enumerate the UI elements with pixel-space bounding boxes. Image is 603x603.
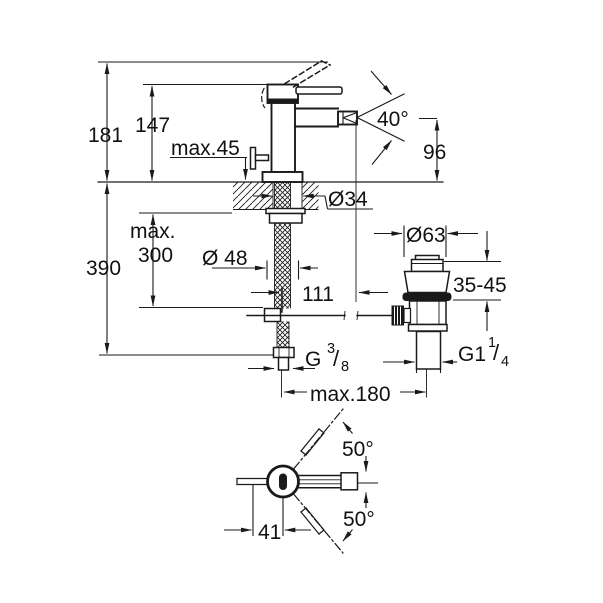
waste-locknut: [407, 323, 448, 332]
dim-dia48: Ø 48: [202, 247, 318, 280]
dim-390: 390: [86, 183, 274, 356]
handle-swivel-dashed-down: [293, 493, 344, 554]
handle-back-end: [236, 477, 270, 486]
label-g38-sub: 8: [341, 359, 349, 375]
label-390: 390: [86, 257, 121, 280]
hose-end-tube: [277, 356, 290, 371]
waste-cap: [410, 258, 444, 273]
label-41: 41: [258, 521, 281, 544]
waste-tailpiece: [415, 330, 442, 370]
dim-147: 147: [135, 83, 268, 181]
top-view: 50° 50° 41: [224, 408, 378, 554]
escutcheon: [261, 171, 304, 183]
aerator: [337, 110, 358, 126]
label-300: 300: [138, 244, 173, 267]
label-g114-sub: 4: [501, 354, 509, 370]
dim-41: 41: [224, 485, 311, 544]
faucet: [249, 59, 358, 183]
label-g38-sup: 3: [327, 341, 335, 357]
label-181: 181: [88, 124, 123, 147]
rod-port: [403, 307, 412, 324]
label-147: 147: [135, 114, 170, 137]
dim-50-bottom: 50°: [342, 492, 375, 542]
label-40deg: 40°: [377, 108, 409, 131]
faucet-body: [270, 102, 296, 173]
label-111: 111: [302, 283, 334, 306]
label-dia34: Ø34: [328, 188, 368, 211]
label-50-top: 50°: [342, 438, 374, 461]
dim-g38: G 3 / 8: [248, 341, 349, 375]
lever-pivot-top-view: [279, 473, 287, 490]
dim-50-top: 50°: [342, 421, 374, 472]
handle-end-cap: [340, 472, 359, 491]
label-g114-slash: /: [493, 340, 500, 365]
dim-96: 96: [423, 119, 446, 181]
dim-max45: max.45: [170, 137, 248, 180]
waste-seal: [402, 292, 452, 301]
handle-top-view: [297, 472, 378, 491]
dim-max180: max.180: [283, 383, 426, 406]
waste-flange: [403, 270, 451, 294]
label-max: max.: [130, 220, 176, 243]
label-g114-sup: 1: [488, 335, 496, 351]
waste-valve: [391, 254, 452, 398]
lever-swing-arc: [261, 87, 266, 109]
dim-111: 111: [251, 120, 388, 306]
label-g114-main: G1: [458, 343, 486, 366]
label-max180: max.180: [310, 383, 391, 406]
label-g38-slash: /: [333, 346, 340, 371]
housing-band: [267, 98, 298, 103]
dimensions: 181 147 max.45 40° 96 Ø3: [86, 61, 509, 406]
label-max45: max.45: [171, 137, 240, 160]
lever-raised-phantom: [261, 59, 332, 109]
dim-g114: G1 1 / 4: [383, 335, 509, 373]
label-dia48: Ø 48: [202, 247, 248, 270]
spout: [294, 107, 339, 128]
label-50-bottom: 50°: [343, 508, 375, 531]
dim-dia63: Ø63: [374, 224, 478, 257]
label-96: 96: [423, 141, 446, 164]
dim-dia34: Ø34: [253, 188, 373, 211]
spray-cone-upper: [356, 93, 405, 119]
dim-40deg: 40°: [356, 70, 437, 165]
label-35-45: 35-45: [453, 274, 507, 297]
pop-up-rod-knob: [249, 146, 270, 170]
lever-handle: [295, 86, 343, 95]
side-view: [97, 59, 452, 398]
mounting-nut: [268, 212, 303, 224]
dim-35-45: 35-45: [444, 231, 507, 331]
pop-up-linkage: [246, 310, 393, 321]
supply-hoses: [263, 182, 306, 398]
hose-nut: [272, 346, 295, 359]
spray-cone-lower: [356, 116, 405, 142]
dim-max300: max. 300: [130, 212, 263, 309]
label-dia63: Ø63: [406, 224, 446, 247]
handle-swivel-dashed-up: [293, 408, 344, 470]
rod-knob: [391, 305, 404, 326]
label-g38-main: G: [305, 348, 321, 371]
waste-body: [408, 300, 447, 326]
dim-181: 181: [88, 61, 328, 181]
